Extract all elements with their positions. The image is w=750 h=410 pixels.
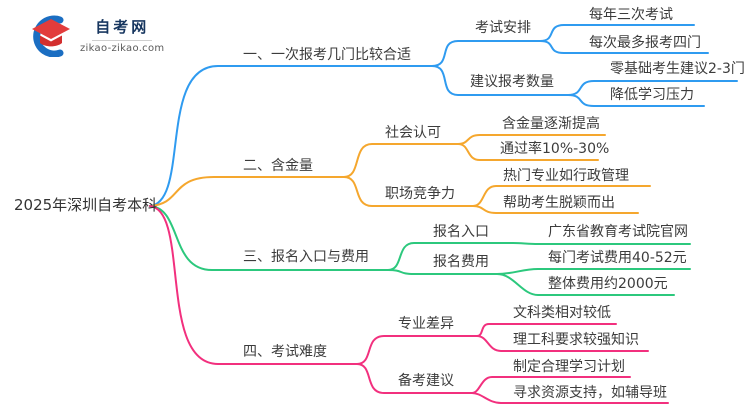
node-b3-c1-1[interactable]: 广东省教育考试院官网 <box>548 224 688 240</box>
graduation-cap-icon <box>32 15 70 57</box>
node-b2-c1-1[interactable]: 含金量逐渐提高 <box>502 116 600 132</box>
node-b1-c2[interactable]: 建议报考数量 <box>470 74 554 90</box>
node-b2-c1-2[interactable]: 通过率10%-30% <box>500 141 610 157</box>
node-b3[interactable]: 三、报名入口与费用 <box>243 249 369 265</box>
node-b1-c1[interactable]: 考试安排 <box>475 20 531 36</box>
branch-2-connectors <box>149 134 651 214</box>
node-b3-c2[interactable]: 报名费用 <box>433 254 489 270</box>
node-b1-c2-1[interactable]: 零基础考生建议2-3门 <box>610 61 745 77</box>
logo[interactable]: 自考网 zikao-zikao.com <box>27 13 164 57</box>
node-b3-c1[interactable]: 报名入口 <box>433 224 489 240</box>
node-b4-c1[interactable]: 专业差异 <box>398 316 454 332</box>
branch-4-connectors <box>149 205 669 404</box>
node-b4-c2[interactable]: 备考建议 <box>398 373 454 389</box>
node-b2-c2-2[interactable]: 帮助考生脱颖而出 <box>503 195 615 211</box>
node-b1-c1-2[interactable]: 每次最多报考四门 <box>589 35 701 51</box>
node-b2-c2-1[interactable]: 热门专业如行政管理 <box>503 168 629 184</box>
node-b1[interactable]: 一、一次报考几门比较合适 <box>243 47 411 63</box>
node-b4-c1-1[interactable]: 文科类相对较低 <box>513 305 611 321</box>
root-node[interactable]: 2025年深圳自考本科 <box>14 196 158 214</box>
node-b2[interactable]: 二、含金量 <box>243 158 313 174</box>
node-b1-c1-1[interactable]: 每年三次考试 <box>589 7 673 23</box>
node-b3-c2-2[interactable]: 整体费用约2000元 <box>548 276 668 292</box>
logo-domain: zikao-zikao.com <box>80 43 165 54</box>
logo-title: 自考网 <box>92 16 153 41</box>
branch-1-connectors <box>149 24 738 207</box>
node-b4-c2-1[interactable]: 制定合理学习计划 <box>513 359 625 375</box>
node-b1-c2-2[interactable]: 降低学习压力 <box>610 87 694 103</box>
node-b4[interactable]: 四、考试难度 <box>243 344 327 360</box>
node-b4-c1-2[interactable]: 理工科要求较强知识 <box>513 332 639 348</box>
branch-3-connectors <box>149 205 691 296</box>
node-b2-c1[interactable]: 社会认可 <box>385 125 441 141</box>
node-b2-c2[interactable]: 职场竞争力 <box>385 186 455 202</box>
node-b3-c2-1[interactable]: 每门考试费用40-52元 <box>548 250 687 266</box>
node-b4-c2-2[interactable]: 寻求资源支持，如辅导班 <box>513 385 667 401</box>
